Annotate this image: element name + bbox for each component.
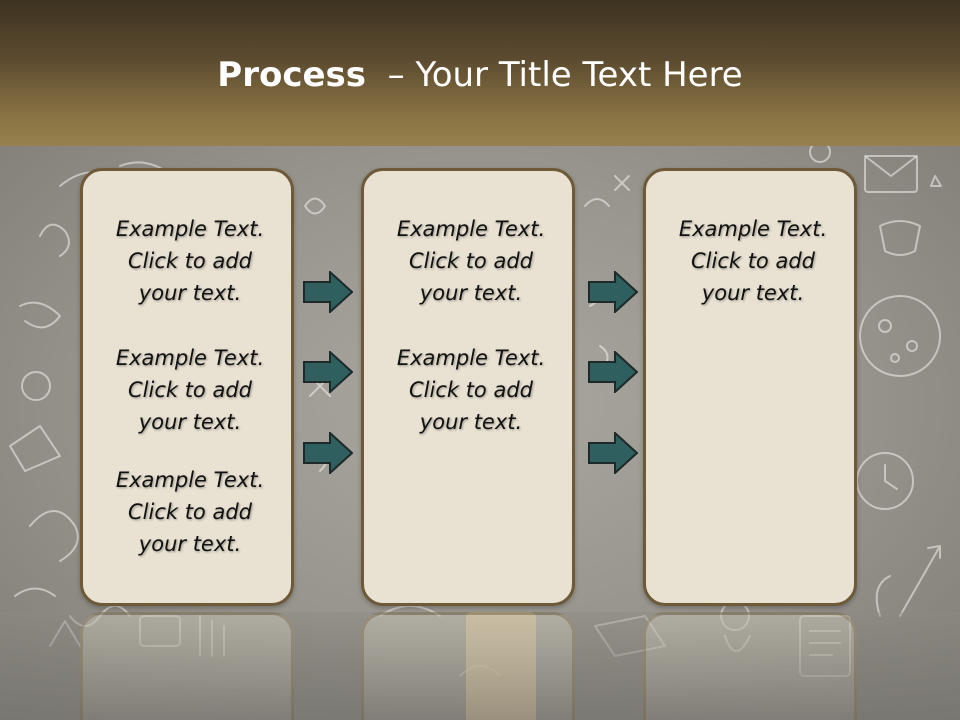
- text-line: Click to add: [127, 249, 252, 273]
- text-line: Example Text.: [396, 346, 546, 370]
- box-reflection-3: [643, 612, 857, 720]
- text-line: Click to add: [690, 249, 815, 273]
- text-line: Click to add: [127, 500, 252, 524]
- title-subtext: – Your Title Text Here: [366, 55, 743, 95]
- right-arrow-icon: [303, 351, 353, 393]
- right-arrow-icon: [588, 432, 638, 474]
- text-line: Example Text.: [678, 217, 828, 241]
- title-bold-word: Process: [217, 55, 367, 95]
- title-band: [0, 0, 960, 146]
- text-line: your text.: [138, 410, 242, 434]
- text-block[interactable]: Example Text. Click to add your text.: [83, 213, 297, 309]
- text-line: your text.: [701, 281, 805, 305]
- process-box-2[interactable]: Example Text. Click to add your text. Ex…: [361, 168, 575, 606]
- text-line: Example Text.: [115, 346, 265, 370]
- text-block[interactable]: Example Text. Click to add your text.: [364, 213, 578, 309]
- slide-title[interactable]: Process – Your Title Text Here: [0, 52, 960, 98]
- text-line: your text.: [138, 281, 242, 305]
- text-line: Click to add: [408, 378, 533, 402]
- text-line: Click to add: [127, 378, 252, 402]
- box-reflection-2: [361, 612, 575, 720]
- person-legs-silhouette: [466, 612, 536, 720]
- text-line: Click to add: [408, 249, 533, 273]
- process-box-3[interactable]: Example Text. Click to add your text.: [643, 168, 857, 606]
- text-block[interactable]: Example Text. Click to add your text.: [83, 464, 297, 560]
- text-line: your text.: [419, 281, 523, 305]
- text-block[interactable]: Example Text. Click to add your text.: [646, 213, 860, 309]
- text-line: Example Text.: [115, 217, 265, 241]
- text-block[interactable]: Example Text. Click to add your text.: [83, 342, 297, 438]
- text-block[interactable]: Example Text. Click to add your text.: [364, 342, 578, 438]
- process-box-1[interactable]: Example Text. Click to add your text. Ex…: [80, 168, 294, 606]
- right-arrow-icon: [303, 432, 353, 474]
- right-arrow-icon: [303, 271, 353, 313]
- right-arrow-icon: [588, 271, 638, 313]
- right-arrow-icon: [588, 351, 638, 393]
- text-line: your text.: [138, 532, 242, 556]
- text-line: your text.: [419, 410, 523, 434]
- box-reflection-1: [80, 612, 294, 720]
- title-subtext-text: – Your Title Text Here: [387, 55, 743, 95]
- text-line: Example Text.: [115, 468, 265, 492]
- text-line: Example Text.: [396, 217, 546, 241]
